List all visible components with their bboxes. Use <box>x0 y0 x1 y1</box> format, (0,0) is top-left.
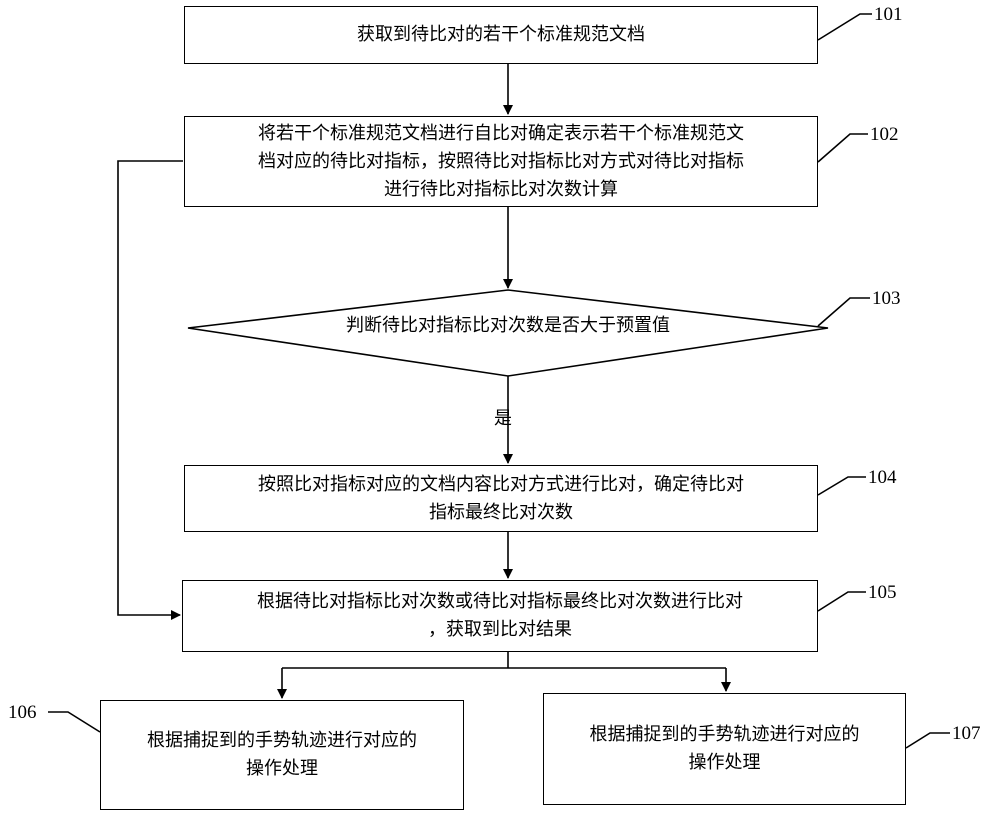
leader-106 <box>48 711 101 733</box>
step-102-box: 将若干个标准规范文档进行自比对确定表示若干个标准规范文 档对应的待比对指标，按照… <box>184 116 818 207</box>
step-104-line-2: 指标最终比对次数 <box>429 501 573 523</box>
loop-102-105 <box>117 160 183 620</box>
step-103-text: 判断待比对指标比对次数是否大于预置值 <box>346 315 670 336</box>
ref-107: 107 <box>952 723 981 744</box>
step-105-box: 根据待比对指标比对次数或待比对指标最终比对次数进行比对 ，获取到比对结果 <box>182 580 818 652</box>
step-106-line-1: 根据捕捉到的手势轨迹进行对应的 <box>147 730 417 751</box>
step-102-line-2: 档对应的待比对指标，按照待比对指标比对方式对待比对指标 <box>258 150 744 172</box>
step-104-box: 按照比对指标对应的文档内容比对方式进行比对，确定待比对 指标最终比对次数 <box>184 465 818 532</box>
step-107-box: 根据捕捉到的手势轨迹进行对应的 操作处理 <box>543 693 906 805</box>
step-106-line-2: 操作处理 <box>246 758 318 779</box>
leader-105 <box>817 591 866 612</box>
leader-107 <box>905 732 950 749</box>
yes-label: 是 <box>494 408 512 429</box>
ref-104: 104 <box>868 467 897 488</box>
leader-103 <box>817 297 870 327</box>
step-104-line-1: 按照比对指标对应的文档内容比对方式进行比对，确定待比对 <box>258 473 744 495</box>
step-107-line-2: 操作处理 <box>688 752 761 773</box>
step-101-box: 获取到待比对的若干个标准规范文档 <box>184 6 818 64</box>
ref-103: 103 <box>872 288 901 309</box>
ref-101: 101 <box>874 4 903 25</box>
ref-105: 105 <box>868 582 897 603</box>
leader-101 <box>817 13 872 41</box>
step-102-line-1: 将若干个标准规范文档进行自比对确定表示若干个标准规范文 <box>258 122 744 144</box>
step-107-line-1: 根据捕捉到的手势轨迹进行对应的 <box>589 724 860 745</box>
ref-102: 102 <box>870 124 899 145</box>
ref-106: 106 <box>8 702 37 723</box>
leader-102 <box>817 133 868 163</box>
step-105-line-2: ，获取到比对结果 <box>428 619 572 640</box>
step-105-line-1: 根据待比对指标比对次数或待比对指标最终比对次数进行比对 <box>257 591 743 612</box>
leader-104 <box>817 476 866 496</box>
step-101-text: 获取到待比对的若干个标准规范文档 <box>357 24 645 45</box>
step-106-box: 根据捕捉到的手势轨迹进行对应的 操作处理 <box>100 700 464 810</box>
step-102-line-3: 进行待比对指标比对次数计算 <box>384 178 618 200</box>
